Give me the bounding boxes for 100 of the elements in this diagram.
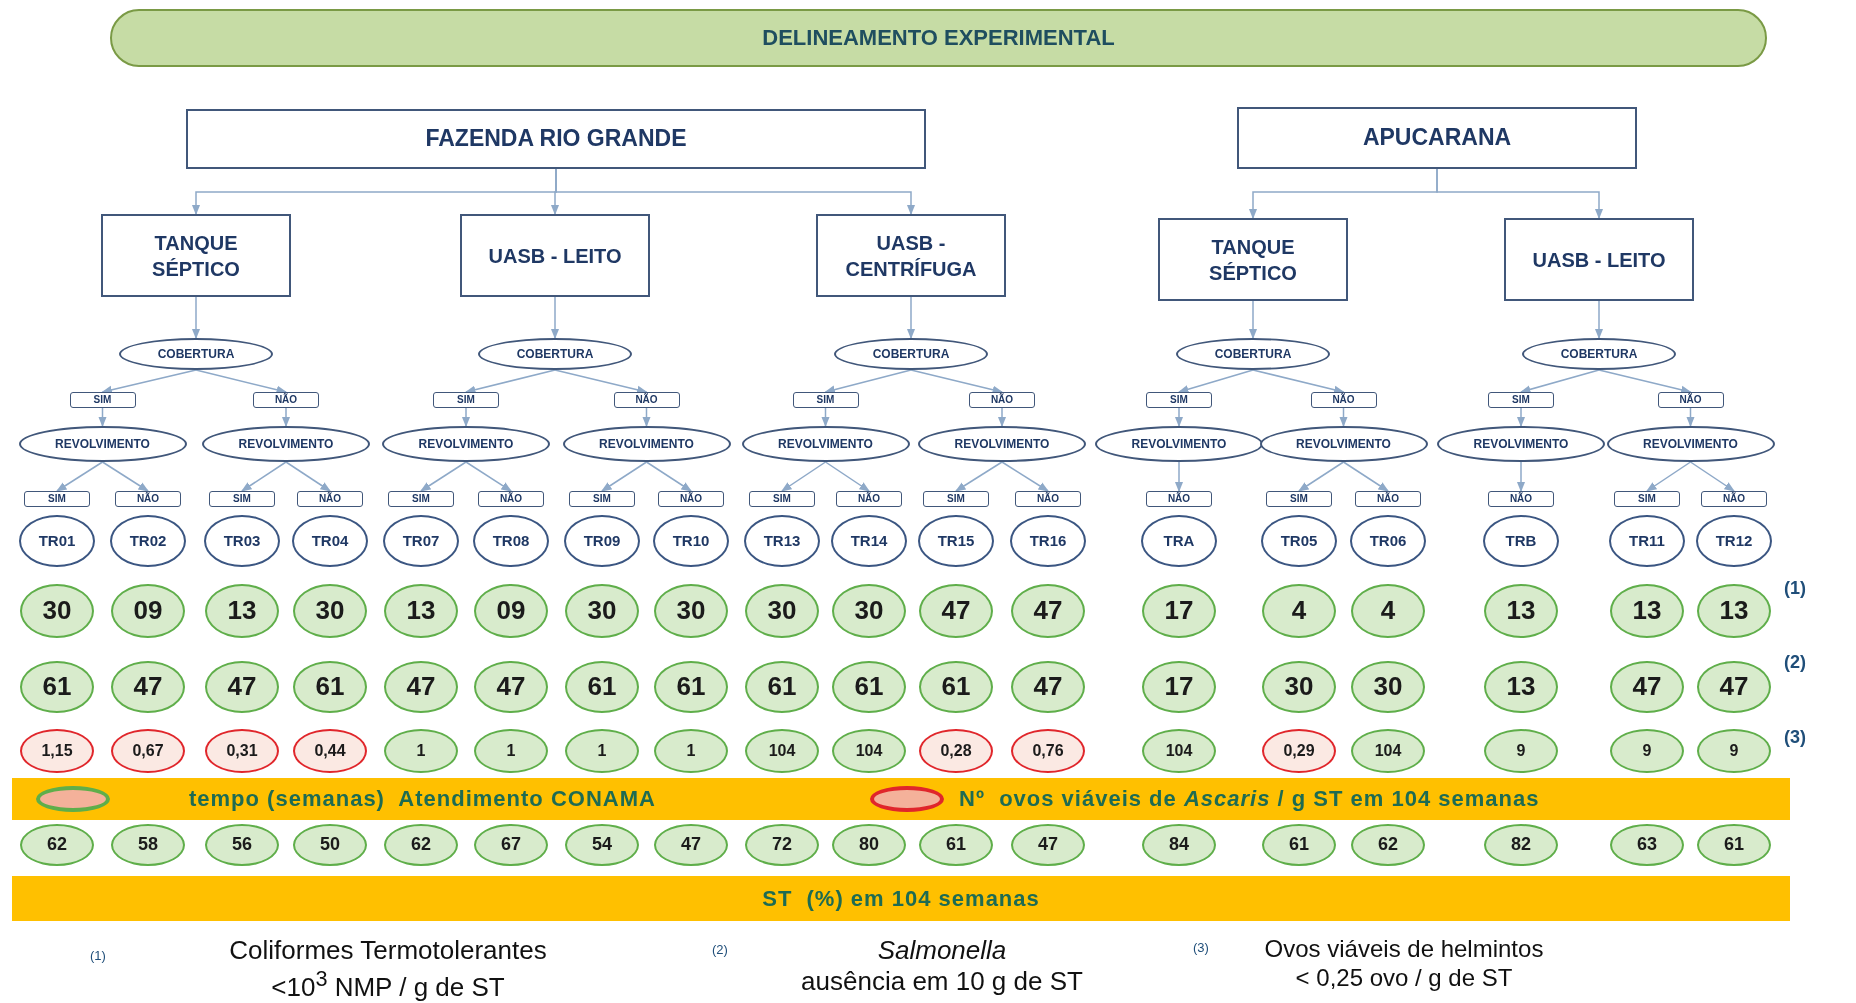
- arrow: [461, 407, 471, 428]
- system-box: UASB - LEITO: [1504, 218, 1694, 301]
- arrow: [1686, 407, 1695, 428]
- arrow: [1436, 168, 1604, 220]
- arrow: [465, 369, 556, 394]
- treatment-circle: TR05: [1261, 515, 1337, 567]
- option-tag: SIM: [209, 491, 275, 507]
- arrow: [98, 407, 107, 428]
- value-pill: 1: [654, 729, 728, 773]
- value-pill: 0,67: [111, 729, 185, 773]
- title-banner: DELINEAMENTO EXPERIMENTAL: [110, 9, 1767, 67]
- value-pill: 56: [205, 824, 279, 866]
- arrow: [642, 407, 651, 428]
- arrow: [550, 296, 560, 340]
- arrow: [101, 461, 149, 492]
- option-tag: NÃO: [613, 392, 680, 408]
- value-pill: 61: [1262, 824, 1336, 866]
- arrow: [554, 369, 648, 394]
- option-tag: SIM: [69, 392, 136, 408]
- arrow: [1516, 407, 1526, 428]
- value-pill: 13: [205, 584, 279, 638]
- value-pill: 9: [1697, 729, 1771, 773]
- legend-text: Nº ovos viáveis de Ascaris / g ST em 104 semanas: [959, 786, 1540, 812]
- value-pill: 09: [474, 584, 548, 638]
- value-pill: 47: [1011, 661, 1085, 713]
- option-tag: NÃO: [1701, 491, 1767, 507]
- arrow: [1298, 461, 1345, 492]
- arrow: [1594, 300, 1604, 340]
- option-tag: SIM: [569, 491, 635, 507]
- factor-ellipse: REVOLVIMENTO: [1606, 426, 1775, 462]
- value-pill: 9: [1610, 729, 1684, 773]
- value-pill: 0,76: [1011, 729, 1085, 773]
- value-pill: 104: [745, 729, 819, 773]
- value-pill: 1: [565, 729, 639, 773]
- footnote-marker: (3): [1193, 940, 1209, 955]
- value-pill: 0,31: [205, 729, 279, 773]
- arrow: [1342, 461, 1389, 492]
- value-pill: 4: [1262, 584, 1336, 638]
- arrow: [645, 461, 692, 492]
- value-pill: 0,28: [919, 729, 993, 773]
- factor-ellipse: REVOLVIMENTO: [1095, 426, 1263, 462]
- treatment-circle: TR09: [564, 515, 640, 567]
- value-pill: 30: [293, 584, 367, 638]
- treatment-circle: TR12: [1696, 515, 1772, 567]
- factor-ellipse: REVOLVIMENTO: [202, 426, 370, 462]
- value-pill: 50: [293, 824, 367, 866]
- option-tag: SIM: [1146, 392, 1212, 408]
- arrow: [1178, 369, 1254, 394]
- value-pill: 61: [565, 661, 639, 713]
- option-tag: NÃO: [1146, 491, 1212, 507]
- value-pill: 84: [1142, 824, 1216, 866]
- value-pill: 82: [1484, 824, 1558, 866]
- arrow: [465, 461, 512, 492]
- arrow: [241, 461, 287, 492]
- value-pill: 63: [1610, 824, 1684, 866]
- factor-ellipse: REVOLVIMENTO: [741, 426, 910, 462]
- factor-ellipse: COBERTURA: [834, 338, 988, 370]
- treatment-circle: TR06: [1350, 515, 1426, 567]
- arrow: [955, 461, 1003, 492]
- value-pill: 47: [1610, 661, 1684, 713]
- value-pill: 58: [111, 824, 185, 866]
- treatment-circle: TR01: [19, 515, 95, 567]
- value-pill: 61: [832, 661, 906, 713]
- footnote-text: Salmonella ausência em 10 g de ST: [800, 935, 1084, 998]
- arrow: [824, 461, 870, 492]
- arrow: [1252, 369, 1345, 394]
- arrow: [281, 407, 291, 428]
- value-pill: 47: [654, 824, 728, 866]
- value-pill: 30: [565, 584, 639, 638]
- arrow: [1520, 369, 1600, 394]
- option-tag: NÃO: [1657, 392, 1724, 408]
- option-tag: NÃO: [253, 392, 319, 408]
- treatment-circle: TR15: [918, 515, 994, 567]
- treatment-circle: TR11: [1609, 515, 1685, 567]
- arrow: [285, 461, 331, 492]
- value-pill: 61: [20, 661, 94, 713]
- arrow: [1646, 461, 1692, 492]
- value-pill: 13: [384, 584, 458, 638]
- value-pill: 13: [1610, 584, 1684, 638]
- arrow: [1001, 461, 1049, 492]
- factor-ellipse: COBERTURA: [119, 338, 273, 370]
- value-pill: 62: [384, 824, 458, 866]
- value-pill: 47: [1011, 584, 1085, 638]
- value-pill: 104: [832, 729, 906, 773]
- value-pill: 104: [1142, 729, 1216, 773]
- option-tag: SIM: [749, 491, 815, 507]
- option-tag: NÃO: [969, 392, 1035, 408]
- option-tag: NÃO: [115, 491, 181, 507]
- arrow: [1174, 407, 1184, 428]
- treatment-circle: TR13: [744, 515, 820, 567]
- value-pill: 1,15: [20, 729, 94, 773]
- value-pill: 72: [745, 824, 819, 866]
- factor-ellipse: COBERTURA: [1176, 338, 1330, 370]
- footnote-text: Coliformes Termotolerantes <10$^{3}$ NMP / g de ST: [228, 935, 548, 1003]
- value-pill: 61: [293, 661, 367, 713]
- arrow: [1598, 369, 1692, 394]
- option-tag: NÃO: [1015, 491, 1081, 507]
- value-pill: 61: [745, 661, 819, 713]
- arrow: [821, 407, 830, 428]
- arrow: [601, 461, 648, 492]
